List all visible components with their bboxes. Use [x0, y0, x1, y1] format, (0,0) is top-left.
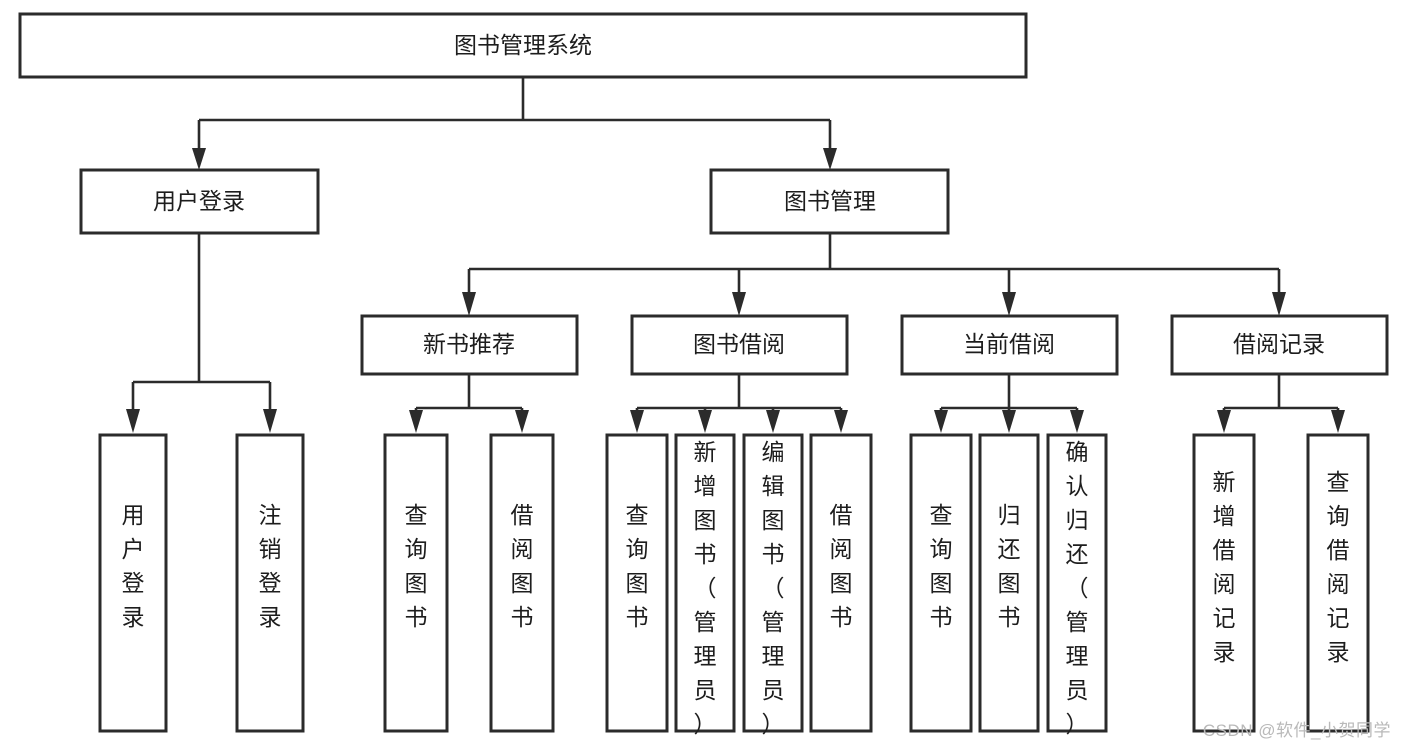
node-leaf-logout-box[interactable] [235, 433, 305, 733]
node-leaf-borrow-book-1-label: 借阅图书 [511, 502, 534, 630]
node-leaf-borrow-book-2-box[interactable] [809, 433, 873, 733]
node-leaf-query-book-3-label: 查询图书 [930, 502, 953, 630]
node-book-borrow-label: 图书借阅 [693, 331, 785, 357]
node-leaf-query-book-1-box[interactable] [383, 433, 449, 733]
arrowhead-book-manage [823, 148, 837, 170]
arrowhead-leaf-query-book-3 [934, 410, 948, 433]
arrowhead-leaf-borrow-book-1 [515, 410, 529, 433]
node-leaf-logout[interactable]: 注销登录 [235, 433, 305, 733]
arrowhead-current-borrow [1002, 292, 1016, 316]
node-leaf-add-record-label: 新增借阅记录 [1213, 469, 1236, 665]
node-leaf-query-record[interactable]: 查询借阅记录 [1306, 433, 1370, 733]
node-current-borrow[interactable]: 当前借阅 [900, 314, 1119, 376]
node-user-login-label: 用户登录 [153, 188, 245, 214]
node-new-book-rec[interactable]: 新书推荐 [360, 314, 579, 376]
node-root-label: 图书管理系统 [454, 32, 592, 58]
node-new-book-rec-box[interactable] [360, 314, 579, 376]
arrowhead-leaf-borrow-book-2 [834, 410, 848, 433]
node-book-manage-box[interactable] [709, 168, 950, 235]
arrowhead-new-book-rec [462, 292, 476, 316]
node-leaf-return-book-label: 归还图书 [998, 502, 1021, 630]
arrowhead-leaf-logout [263, 409, 277, 433]
node-leaf-confirm-return[interactable]: 确认归还（管理员） [1046, 433, 1108, 737]
node-leaf-borrow-book-2-label: 借阅图书 [830, 502, 853, 630]
node-user-login-box[interactable] [79, 168, 320, 235]
node-leaf-add-book[interactable]: 新增图书（管理员） [674, 433, 736, 737]
arrowhead-leaf-query-book-1 [409, 410, 423, 433]
node-leaf-add-book-box[interactable] [674, 433, 736, 733]
arrowhead-leaf-query-record [1331, 410, 1345, 433]
node-new-book-rec-label: 新书推荐 [423, 331, 515, 357]
node-current-borrow-box[interactable] [900, 314, 1119, 376]
node-leaf-add-book-label: 新增图书（管理员） [694, 439, 717, 737]
node-leaf-query-book-1[interactable]: 查询图书 [383, 433, 449, 733]
node-leaf-borrow-book-1-box[interactable] [489, 433, 555, 733]
node-leaf-confirm-return-box[interactable] [1046, 433, 1108, 733]
arrowhead-leaf-add-book [698, 410, 712, 433]
node-leaf-query-record-label: 查询借阅记录 [1327, 469, 1350, 665]
node-leaf-user-login-box[interactable] [98, 433, 168, 733]
arrowhead-book-borrow [732, 292, 746, 316]
node-leaf-borrow-book-2[interactable]: 借阅图书 [809, 433, 873, 733]
node-leaf-return-book-box[interactable] [978, 433, 1040, 733]
node-leaf-add-record[interactable]: 新增借阅记录 [1192, 433, 1256, 733]
arrowhead-borrow-record [1272, 292, 1286, 316]
node-leaf-query-book-1-label: 查询图书 [405, 502, 428, 630]
node-borrow-record[interactable]: 借阅记录 [1170, 314, 1389, 376]
node-leaf-borrow-book-1[interactable]: 借阅图书 [489, 433, 555, 733]
node-book-borrow-box[interactable] [630, 314, 849, 376]
node-root-box[interactable] [18, 12, 1028, 79]
node-leaf-user-login[interactable]: 用户登录 [98, 433, 168, 733]
node-book-manage[interactable]: 图书管理 [709, 168, 950, 235]
node-leaf-query-book-2-label: 查询图书 [626, 502, 649, 630]
node-leaf-query-book-3[interactable]: 查询图书 [909, 433, 973, 733]
arrowhead-leaf-return-book [1002, 410, 1016, 433]
node-leaf-edit-book-box[interactable] [742, 433, 804, 733]
arrowhead-user-login [192, 148, 206, 170]
node-book-borrow[interactable]: 图书借阅 [630, 314, 849, 376]
node-leaf-query-book-2-box[interactable] [605, 433, 669, 733]
node-leaf-edit-book-label: 编辑图书（管理员） [762, 439, 785, 737]
node-leaf-edit-book[interactable]: 编辑图书（管理员） [742, 433, 804, 737]
node-book-manage-label: 图书管理 [784, 188, 876, 214]
arrowhead-leaf-confirm-return [1070, 410, 1084, 433]
connector-layer [126, 77, 1345, 433]
node-leaf-query-book-2[interactable]: 查询图书 [605, 433, 669, 733]
node-user-login[interactable]: 用户登录 [79, 168, 320, 235]
node-leaf-confirm-return-label: 确认归还（管理员） [1066, 439, 1089, 737]
node-root[interactable]: 图书管理系统 [18, 12, 1028, 79]
node-borrow-record-box[interactable] [1170, 314, 1389, 376]
node-leaf-query-record-box[interactable] [1306, 433, 1370, 733]
node-current-borrow-label: 当前借阅 [963, 331, 1055, 357]
arrowhead-leaf-add-record [1217, 410, 1231, 433]
node-leaf-return-book[interactable]: 归还图书 [978, 433, 1040, 733]
arrowhead-leaf-query-book-2 [630, 410, 644, 433]
node-leaf-user-login-label: 用户登录 [122, 502, 145, 630]
arrowhead-leaf-edit-book [766, 410, 780, 433]
node-leaf-add-record-box[interactable] [1192, 433, 1256, 733]
node-borrow-record-label: 借阅记录 [1233, 331, 1325, 357]
arrowhead-leaf-user-login [126, 409, 140, 433]
node-leaf-logout-label: 注销登录 [259, 502, 282, 630]
node-leaf-query-book-3-box[interactable] [909, 433, 973, 733]
